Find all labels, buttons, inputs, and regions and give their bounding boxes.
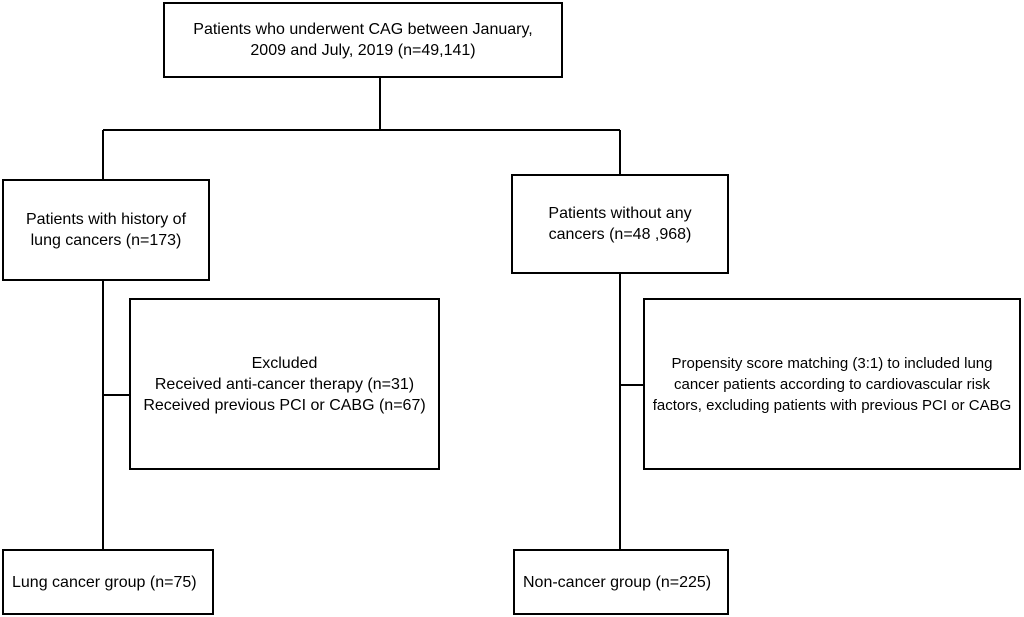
box-propensity-matching-line-2: cancer patients according to cardiovascu… — [674, 375, 990, 393]
box-lung-cancer-history-line-1: Patients with history of — [25, 211, 187, 228]
box-all-patients: Patients who underwent CAG between Janua… — [163, 2, 563, 78]
box-no-cancer-line-2: cancers (n=48 ,968) — [548, 226, 692, 243]
box-lung-cancer-group: Lung cancer group (n=75) — [2, 549, 214, 615]
box-lung-cancer-history-line-2: lung cancers (n=173) — [30, 232, 182, 249]
box-all-patients-line-2: 2009 and July, 2019 (n=49,141) — [250, 42, 476, 59]
box-excluded-line-3: Received previous PCI or CABG (n=67) — [143, 396, 426, 414]
box-excluded-line-2: Received anti-cancer therapy (n=31) — [154, 375, 415, 393]
box-all-patients-line-1: Patients who underwent CAG between Janua… — [193, 21, 533, 38]
box-excluded: Excluded Received anti-cancer therapy (n… — [129, 298, 440, 470]
box-non-cancer-group: Non-cancer group (n=225) — [513, 549, 729, 615]
box-no-cancer-line-1: Patients without any — [548, 205, 692, 222]
box-lung-cancer-group-label: Lung cancer group (n=75) — [12, 573, 197, 591]
box-lung-cancer-history: Patients with history of lung cancers (n… — [2, 179, 210, 281]
box-propensity-matching-line-1: Propensity score matching (3:1) to inclu… — [671, 354, 993, 372]
box-no-cancer: Patients without any cancers (n=48 ,968) — [511, 174, 729, 274]
box-propensity-matching: Propensity score matching (3:1) to inclu… — [643, 298, 1021, 470]
box-propensity-matching-line-3: factors, excluding patients with previou… — [652, 396, 1012, 414]
box-non-cancer-group-label: Non-cancer group (n=225) — [523, 573, 712, 591]
box-excluded-line-1: Excluded — [251, 354, 318, 372]
